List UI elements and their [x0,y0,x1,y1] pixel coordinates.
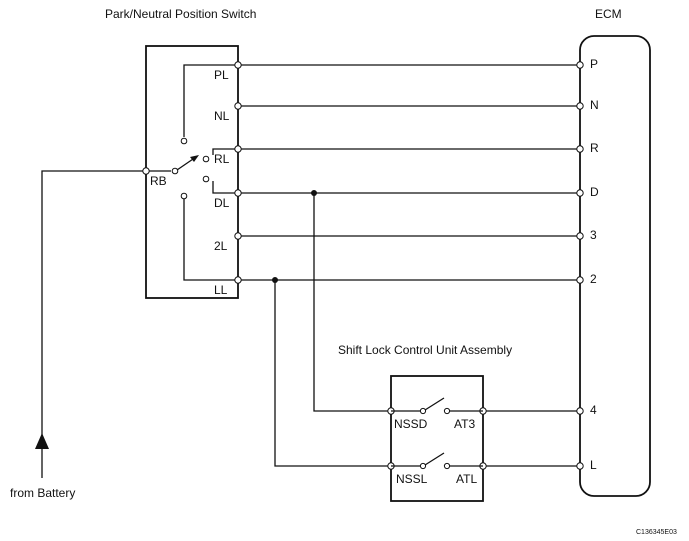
pin-n [576,102,584,110]
splice-dot-2 [272,277,278,283]
label-nl: NL [214,109,230,123]
splice-dot-d [311,190,317,196]
terminal-dl [234,189,242,197]
label-pin-l: L [590,458,597,472]
shift-lock-box [390,375,484,502]
label-2l: 2L [214,239,228,253]
pin-r [576,145,584,153]
label-pin-4: 4 [590,403,597,417]
label-pin-p: P [590,57,598,71]
pin-d [576,189,584,197]
contact-ll [180,192,188,200]
sl-switch-nssl [424,452,445,466]
terminal-pl [234,61,242,69]
internal-pl [183,64,238,137]
wiper-arrow-icon [190,155,199,162]
terminal-nl [234,102,242,110]
label-nssl: NSSL [396,472,428,486]
pnp-switch-box [145,45,239,299]
label-pin-r: R [590,141,599,155]
label-nssd: NSSD [394,417,428,431]
sl-contact-atl [443,462,451,470]
sl-switch-nssd [424,397,445,411]
sl-contact-at3 [443,407,451,415]
battery-label: from Battery [10,486,75,500]
wire-2-nssl [274,280,391,467]
wire-d-nssd [313,193,391,412]
figure-code: C136345E03 [636,529,677,536]
internal-rl [212,148,238,155]
pin-3 [576,232,584,240]
pin-l [576,462,584,470]
terminal-ll [234,276,242,284]
internal-dl [212,181,238,194]
label-atl: ATL [456,472,477,486]
terminal-2l [234,232,242,240]
switch-common-contact [171,167,179,175]
label-pin-2: 2 [590,272,597,286]
contact-rl [202,155,210,163]
label-at3: AT3 [454,417,475,431]
label-rl: RL [214,152,230,166]
ecm-title: ECM [595,7,622,21]
label-pin-n: N [590,98,599,112]
label-pin-3: 3 [590,228,597,242]
terminal-rl [234,145,242,153]
pin-2 [576,276,584,284]
terminal-rb [142,167,150,175]
label-pl: PL [214,68,229,82]
sl-contact-nssd [419,407,427,415]
label-ll: LL [214,283,228,297]
contact-dl [202,175,210,183]
wire-battery-rb [41,170,146,478]
label-dl: DL [214,196,230,210]
ecm-box [579,35,651,497]
label-pin-d: D [590,185,599,199]
contact-pl [180,137,188,145]
sl-contact-nssl [419,462,427,470]
pin-4 [576,407,584,415]
pnp-switch-title: Park/Neutral Position Switch [105,7,256,21]
internal-ll [183,198,238,281]
shift-lock-title: Shift Lock Control Unit Assembly [338,343,512,357]
battery-arrow-icon [35,433,49,449]
pin-p [576,61,584,69]
label-rb: RB [150,174,167,188]
